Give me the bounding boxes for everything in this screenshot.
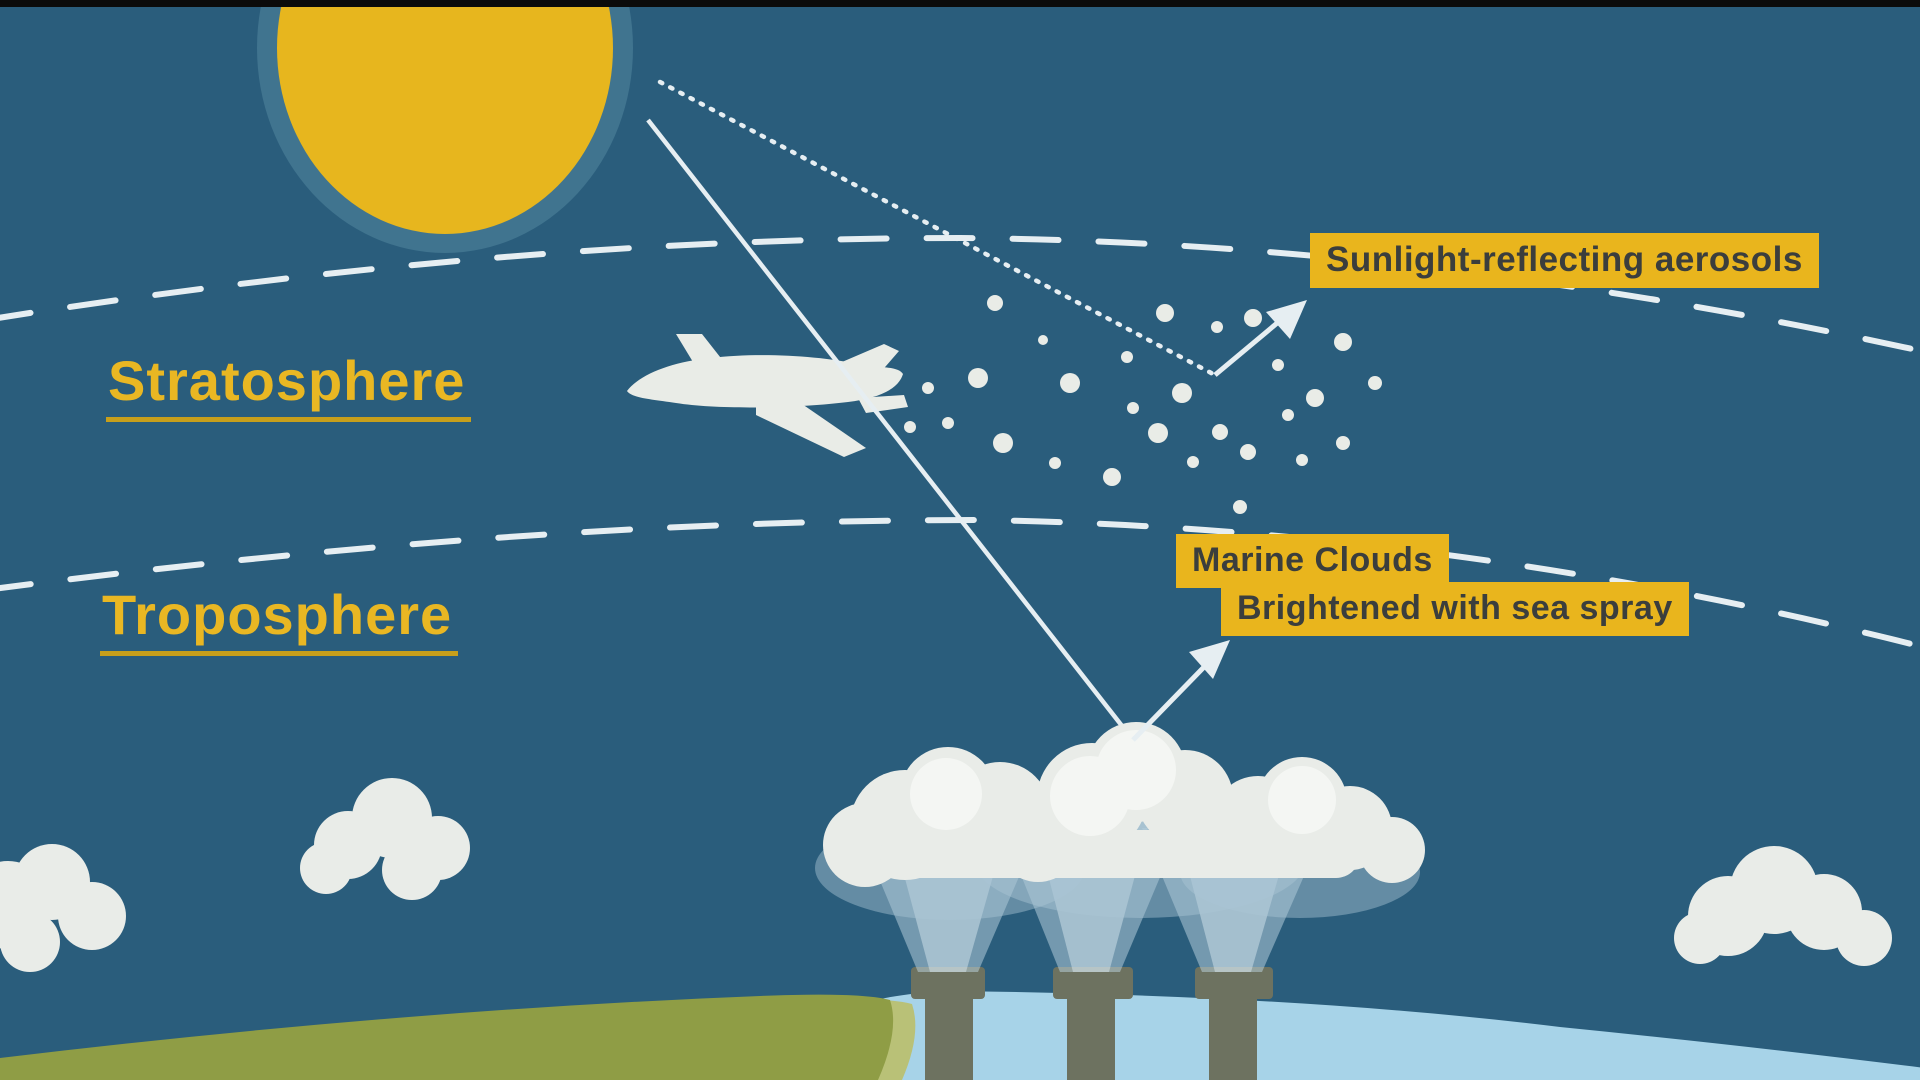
cloud-highlights: [910, 730, 1336, 836]
smokestack: [1195, 967, 1273, 1080]
troposphere-label: Troposphere: [100, 585, 459, 656]
reflection-arrow-aerosols: [1213, 300, 1307, 377]
sunlight-ray-solid: [646, 118, 1135, 742]
airplane-near-wing: [756, 398, 866, 457]
ocean-water: [830, 991, 1920, 1080]
marine-cloud-bank: [815, 722, 1425, 920]
airplane-icon: [627, 334, 908, 457]
smokestacks: [911, 967, 1273, 1080]
stratosphere-label: Stratosphere: [106, 351, 472, 422]
airplane-stabilizer: [858, 395, 908, 413]
marine-clouds-callout-line2: Brightened with sea spray: [1221, 582, 1689, 636]
smokestack: [1053, 967, 1133, 1080]
sunlight-ray-dotted: [657, 79, 1218, 378]
cloud-icon: [1674, 846, 1892, 966]
arrowhead-icon: [1266, 300, 1307, 339]
smokestack: [911, 967, 985, 1080]
marine-clouds-callout-line1: Marine Clouds: [1176, 534, 1449, 588]
letterbox-top-bar: [0, 0, 1920, 7]
sun-icon: [277, 0, 613, 234]
airplane-tail-fin: [842, 344, 899, 382]
cloud-icon: [0, 844, 126, 972]
stratosphere-boundary-dashed-line: [0, 234, 1920, 354]
green-hill: [0, 994, 894, 1080]
aerosols-callout-label: Sunlight-reflecting aerosols: [1310, 233, 1819, 288]
arrowhead-icon: [1189, 640, 1230, 679]
reflection-arrow-clouds: [1131, 640, 1230, 742]
decorative-clouds: [0, 778, 1892, 972]
aerosol-dots: [904, 295, 1382, 514]
cloud-icon: [300, 778, 470, 900]
airplane-fuselage: [627, 355, 903, 408]
